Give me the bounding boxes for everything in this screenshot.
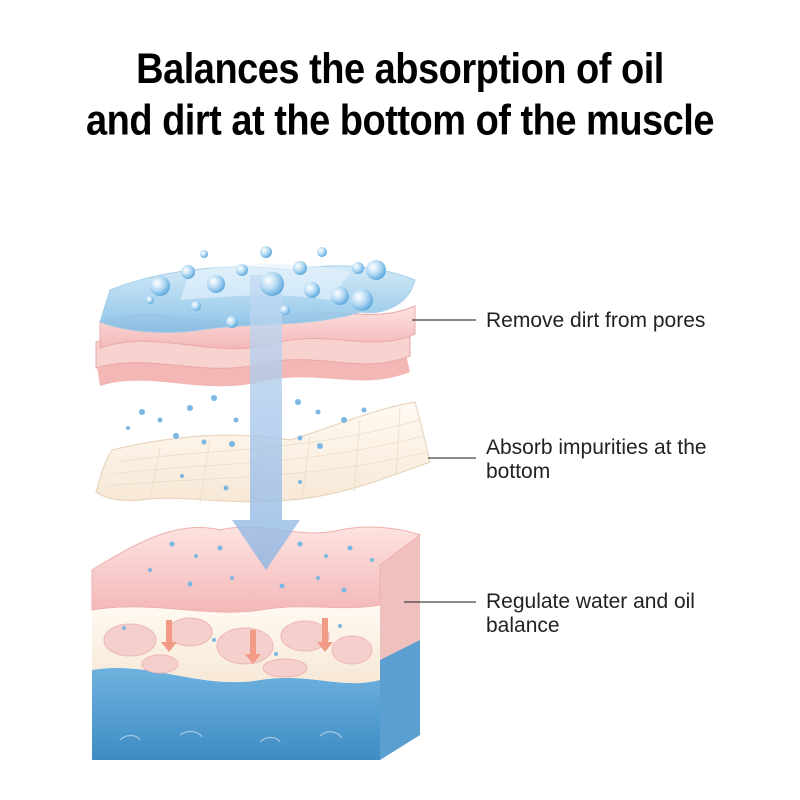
callout-absorb-impurities: Absorb impurities at the bottom bbox=[486, 436, 786, 484]
red-arrows bbox=[161, 618, 333, 664]
headline: Balances the absorption of oil and dirt … bbox=[0, 44, 800, 147]
callout-regulate-balance: Regulate water and oil balance bbox=[486, 590, 786, 638]
callout-line: Absorb impurities at the bbox=[486, 436, 707, 459]
callout-line: bottom bbox=[486, 460, 551, 483]
down-arrow bbox=[232, 275, 300, 570]
skin-block bbox=[91, 526, 422, 760]
headline-line-2: and dirt at the bottom of the muscle bbox=[85, 97, 715, 145]
callout-lines bbox=[404, 319, 476, 603]
fat-cells bbox=[103, 617, 373, 678]
callout-line: balance bbox=[486, 614, 560, 637]
falling-particles bbox=[122, 395, 374, 656]
water-bubbles bbox=[146, 246, 386, 328]
callout-line: Regulate water and oil bbox=[486, 590, 695, 613]
callout-line: Remove dirt from pores bbox=[486, 309, 706, 332]
callout-remove-dirt: Remove dirt from pores bbox=[486, 309, 786, 333]
headline-line-1: Balances the absorption of oil bbox=[136, 46, 664, 94]
